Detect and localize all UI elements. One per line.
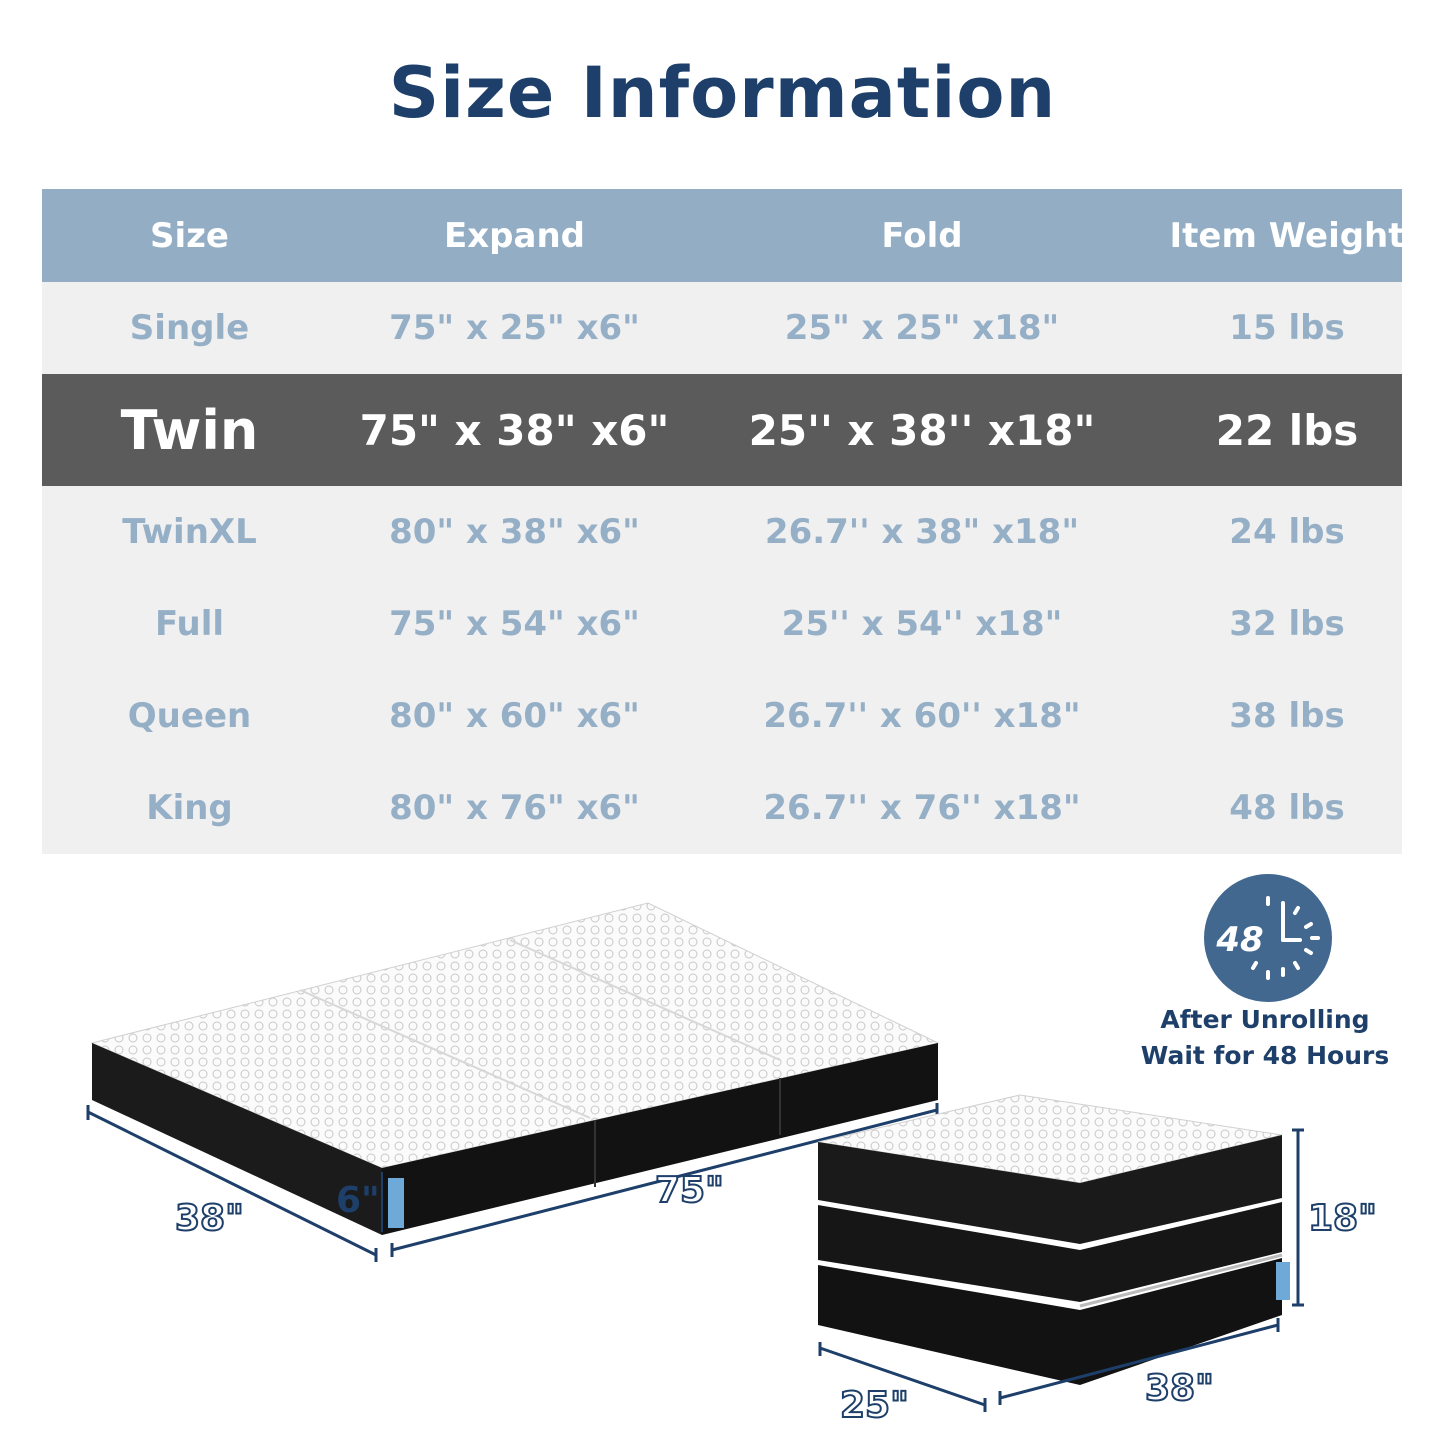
- header-item-weight: Item Weight: [1169, 215, 1405, 256]
- folded-mattress-layer-1: [818, 1135, 1282, 1244]
- dim-open-height: 6": [336, 1180, 380, 1221]
- cell-size: King: [146, 788, 233, 828]
- cell-size: Queen: [127, 696, 252, 736]
- cell-fold: 25'' x 54'' x18": [781, 604, 1063, 644]
- clock-icon: [1204, 874, 1332, 1002]
- folded-mattress-layer-2: [818, 1202, 1282, 1302]
- cell-expand: 80" x 76" x6": [389, 788, 640, 828]
- header-fold: Fold: [881, 215, 963, 256]
- mattress-illustration: [86, 874, 1332, 1412]
- cell-size: Twin: [120, 398, 259, 462]
- table-row-highlighted: Twin 75" x 38" x6" 25'' x 38'' x18" 22 l…: [42, 374, 1402, 486]
- cell-size: TwinXL: [122, 512, 257, 552]
- cell-weight: 24 lbs: [1229, 512, 1345, 552]
- cell-fold: 25'' x 38'' x18": [748, 405, 1096, 455]
- cell-size: Single: [129, 308, 250, 348]
- cell-weight: 48 lbs: [1229, 788, 1345, 828]
- cell-expand: 80" x 38" x6": [389, 512, 640, 552]
- table-header: Size Expand Fold Item Weight: [42, 189, 1405, 282]
- cell-expand: 75" x 54" x6": [389, 604, 640, 644]
- cell-fold: 26.7'' x 76'' x18": [763, 788, 1081, 828]
- cell-fold: 26.7'' x 38" x18": [764, 512, 1080, 552]
- header-expand: Expand: [444, 215, 585, 256]
- open-mattress-right-side: [382, 1043, 938, 1235]
- cell-fold: 26.7'' x 60'' x18": [763, 696, 1081, 736]
- clock-number: 48: [1216, 920, 1264, 960]
- table-row: Full 75" x 54" x6" 25'' x 54'' x18" 32 l…: [42, 578, 1402, 670]
- cell-weight: 22 lbs: [1215, 405, 1359, 455]
- dim-folded-width: 38": [1144, 1367, 1215, 1410]
- table-row: Queen 80" x 60" x6" 26.7'' x 60'' x18" 3…: [42, 670, 1402, 762]
- size-table: Size Expand Fold Item Weight Single 75" …: [42, 189, 1405, 854]
- table-row: Single 75" x 25" x6" 25" x 25" x18" 15 l…: [42, 282, 1402, 374]
- cell-weight: 15 lbs: [1229, 308, 1345, 348]
- cell-weight: 38 lbs: [1229, 696, 1345, 736]
- dim-folded-height: 18": [1307, 1197, 1378, 1240]
- cell-weight: 32 lbs: [1229, 604, 1345, 644]
- clock-caption-line2: Wait for 48 Hours: [1140, 1041, 1390, 1070]
- table-row: King 80" x 76" x6" 26.7'' x 76'' x18" 48…: [42, 762, 1402, 854]
- cell-expand: 75" x 25" x6": [389, 308, 640, 348]
- header-size: Size: [150, 215, 229, 256]
- cell-fold: 25" x 25" x18": [784, 308, 1060, 348]
- clock-caption-line1: After Unrolling: [1160, 1005, 1370, 1034]
- cell-expand: 80" x 60" x6": [389, 696, 640, 736]
- cell-size: Full: [154, 604, 225, 644]
- table-row: TwinXL 80" x 38" x6" 26.7'' x 38" x18" 2…: [42, 486, 1402, 578]
- cell-expand: 75" x 38" x6": [359, 405, 670, 455]
- dim-folded-depth: 25": [839, 1384, 910, 1427]
- dim-open-length: 75": [654, 1169, 725, 1212]
- dim-open-width: 38": [174, 1197, 245, 1240]
- page-title: Size Information: [388, 52, 1057, 134]
- open-mattress-front-side: [92, 1043, 382, 1235]
